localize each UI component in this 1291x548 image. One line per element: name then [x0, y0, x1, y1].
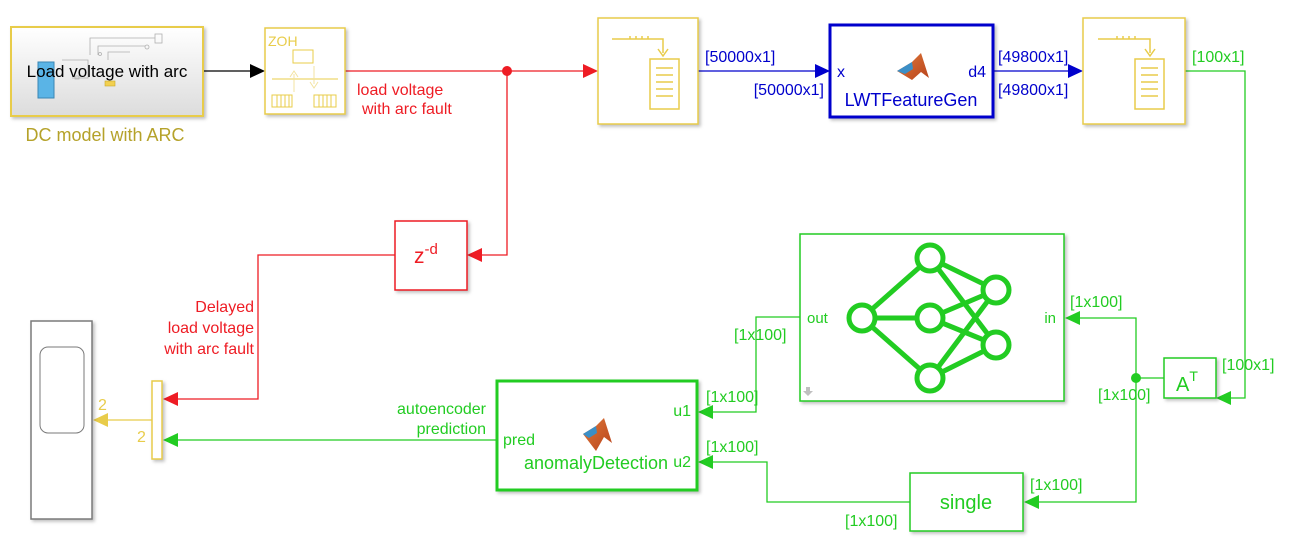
load-voltage-label-1: load voltage [357, 82, 443, 99]
matlab-logo-icon [583, 418, 612, 451]
anomaly-in-port-2: u2 [673, 454, 691, 471]
source-component-icon [37, 61, 55, 99]
subsystem-preview-icon [62, 33, 163, 80]
lwt-feature-gen-block[interactable]: x d4 LWTFeatureGen [828, 23, 995, 119]
lwt-out-port: d4 [968, 64, 986, 81]
dim-lwt-out-bottom: [49800x1] [998, 82, 1068, 99]
signal-ae-to-u1[interactable] [698, 316, 800, 419]
lwt-block-name: LWTFeatureGen [845, 90, 978, 110]
zoh-block[interactable]: ZOH [264, 27, 346, 115]
dim-lwt-out-top: [49800x1] [998, 49, 1068, 66]
dc-model-inner-label: Load voltage with arc [27, 62, 188, 81]
dim-u2-in: [1x100] [706, 439, 758, 456]
signal-delayed-load-voltage[interactable] [163, 254, 395, 406]
single-convert-block[interactable]: single [909, 472, 1024, 532]
dim-buf2-out: [100x1] [1192, 49, 1244, 66]
dim-lwt-in: [50000x1] [754, 82, 824, 99]
signal-lwt-to-buffer[interactable] [993, 64, 1083, 78]
dim-single-out: [1x100] [845, 513, 897, 530]
scope-block[interactable] [30, 320, 93, 520]
dc-model-block[interactable]: Load voltage with arc [10, 26, 204, 117]
mux-block[interactable]: 2 [137, 380, 163, 460]
dim-buf1-out: [50000x1] [705, 49, 775, 66]
buffer-icon [612, 36, 680, 110]
delay-block[interactable]: z-d [394, 220, 468, 291]
matlab-logo-icon [897, 53, 929, 80]
load-voltage-label-2: with arc fault [361, 101, 452, 118]
anomaly-detection-block[interactable]: pred u1 u2 anomalyDetection [495, 379, 699, 492]
measurement-component-icon [104, 80, 116, 87]
neural-network-icon [846, 242, 1012, 394]
ae-in-port: in [1044, 310, 1056, 327]
zoh-label: ZOH [268, 33, 298, 49]
dim-ae-in: [1x100] [1070, 294, 1122, 311]
anomaly-out-port: pred [503, 432, 535, 449]
delayed-label-1: Delayed [195, 299, 254, 316]
delay-symbol: z-d [414, 241, 438, 268]
anomaly-in-port-1: u1 [673, 403, 691, 420]
dim-ae-out: [1x100] [734, 327, 786, 344]
delayed-label-3: with arc fault [163, 341, 254, 358]
dim-transpose-in: [100x1] [1222, 357, 1274, 374]
buffer-block-2[interactable] [1082, 17, 1186, 125]
autoencoder-block[interactable]: out in [799, 233, 1065, 402]
anomaly-block-name: anomalyDetection [524, 453, 668, 473]
signal-buffer-to-transpose[interactable] [1185, 70, 1246, 405]
signal-transpose-out[interactable] [1024, 311, 1164, 509]
single-label: single [940, 492, 992, 514]
dim-u1-in: [1x100] [706, 389, 758, 406]
buffer-block-1[interactable] [597, 17, 699, 125]
signal-single-to-u2[interactable] [698, 455, 910, 503]
signal-buffer-to-lwt[interactable] [698, 64, 830, 78]
dim-transpose-out: [1x100] [1098, 387, 1150, 404]
dc-model-caption: DC model with ARC [25, 125, 184, 145]
autoenc-label-1: autoencoder [397, 401, 487, 418]
transpose-block[interactable]: AT [1163, 357, 1217, 399]
scope-icon [39, 346, 85, 434]
rate-transition-icon [271, 49, 338, 108]
autoenc-label-2: prediction [417, 421, 486, 438]
delayed-label-2: load voltage [168, 320, 254, 337]
mux-count-label: 2 [137, 429, 146, 446]
signal-pred-to-mux[interactable] [163, 433, 497, 447]
lwt-in-port: x [837, 64, 845, 81]
signal-dc-to-zoh[interactable] [203, 64, 265, 78]
signal-load-voltage[interactable] [345, 64, 598, 262]
buffer-icon [1098, 36, 1165, 110]
mux-out-width: 2 [98, 397, 107, 414]
transpose-symbol: AT [1176, 368, 1198, 396]
dim-single-in: [1x100] [1030, 477, 1082, 494]
signal-mux-to-scope[interactable] [93, 413, 152, 427]
look-under-mask-arrow-icon[interactable] [803, 387, 813, 396]
ae-out-port: out [807, 310, 829, 327]
